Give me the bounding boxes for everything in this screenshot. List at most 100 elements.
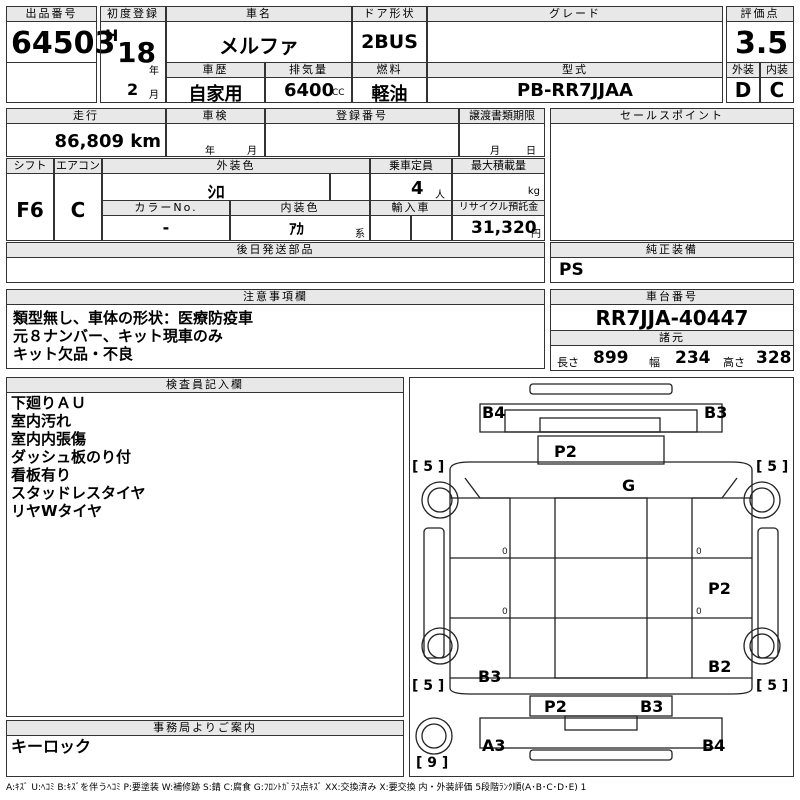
fuel-cell: 軽油 <box>352 77 427 105</box>
wheel-rear-right <box>749 633 775 659</box>
transfer-month-unit: 月 <box>490 146 500 157</box>
score-cell: 3.5 <box>726 21 794 63</box>
inspection-month-unit: 月 <box>247 146 257 157</box>
chassis-cell: RR7JJA-40447 <box>550 304 794 331</box>
displacement-unit: CC <box>332 88 345 98</box>
inspector-line: 室内内張傷 <box>11 430 87 448</box>
load-cell: kg <box>452 173 545 201</box>
rear-panel <box>479 717 723 749</box>
shift-label: シフト <box>6 158 54 174</box>
lot-number: 64503 <box>11 26 116 61</box>
spare-tire <box>421 723 447 749</box>
color-no-value: - <box>162 218 170 237</box>
height-value: 328 <box>756 348 792 368</box>
damage-mark: B4 <box>702 736 725 755</box>
exterior-grade: D <box>734 78 752 102</box>
ac-value: C <box>70 198 86 222</box>
inspector-line: 看板有り <box>11 466 72 484</box>
door-type: 2BUS <box>361 31 418 53</box>
wheel-front-right <box>743 481 781 519</box>
exterior-label: 外装 <box>726 62 760 78</box>
door-cell: 2BUS <box>352 21 427 63</box>
genuine-label: 純正装備 <box>550 242 794 258</box>
length-value: 899 <box>593 348 629 368</box>
inspection-label: 車検 <box>166 108 265 124</box>
svg-text:0: 0 <box>502 547 508 557</box>
inspector-cell: 下廻りＡＵ 室内汚れ 室内内張傷 ダッシュ板のり付 看板有り スタッドレスタイヤ… <box>6 392 404 717</box>
capacity-value: 4 <box>411 178 424 199</box>
first-reg-cell: H 18 年 2 月 <box>100 21 166 103</box>
roof <box>554 497 648 679</box>
int-color-unit: 系 <box>355 229 365 240</box>
score-label: 評価点 <box>726 6 794 22</box>
ac-label: エアコン <box>54 158 102 174</box>
legend-text: A:ｷｽﾞ U:ﾍｺﾐ B:ｷｽﾞを伴うﾍｺﾐ P:要塗装 W:補修跡 S:錆 … <box>6 783 587 793</box>
import-cell-a <box>370 215 411 241</box>
length-label: 長さ <box>557 356 579 369</box>
model-value: PB-RR7JJAA <box>517 80 633 101</box>
color-no-label: カラーNo. <box>102 200 230 216</box>
capacity-cell: 4 人 <box>370 173 452 201</box>
ext-color-extra <box>330 173 370 201</box>
wheel-rear-right <box>743 627 781 665</box>
left-step <box>423 527 445 659</box>
capacity-unit: 人 <box>435 190 445 201</box>
damage-mark: B3 <box>640 697 663 716</box>
load-unit: kg <box>527 186 540 197</box>
first-reg-label: 初度登録 <box>100 6 166 22</box>
grade-cell <box>427 21 723 63</box>
inspection-cell: 年 月 <box>166 123 265 157</box>
transfer-day-unit: 日 <box>526 146 536 157</box>
fuel-value: 軽油 <box>371 84 408 105</box>
history-cell: 自家用 <box>166 77 265 105</box>
right-step <box>757 527 779 659</box>
car-diagram: 0 0 0 0 B4 B3 P2 G P2 B2 B3 P2 B3 A3 B4 … <box>409 377 794 777</box>
inspector-line: リヤWタイヤ <box>11 502 103 520</box>
body-front <box>449 461 753 499</box>
office-text: キーロック <box>11 737 92 756</box>
displacement-value: 6400 <box>284 80 335 101</box>
displacement-label: 排気量 <box>265 62 352 78</box>
import-cell-b <box>411 215 452 241</box>
recycle-label: リサイクル預託金 <box>452 200 545 216</box>
car-name-cell: メルファ <box>166 21 352 63</box>
svg-text:0: 0 <box>696 607 702 617</box>
reg-year: 18 <box>117 36 156 69</box>
note-line: 類型無し、車体の形状：医療防疫車 <box>13 309 254 327</box>
damage-mark: B3 <box>704 403 727 422</box>
interior-cell: C <box>760 77 794 103</box>
shift-value: F6 <box>16 198 44 222</box>
damage-mark: B4 <box>482 403 505 422</box>
damage-mark: B2 <box>708 657 731 676</box>
capacity-label: 乗車定員 <box>370 158 452 174</box>
inspector-label: 検査員記入欄 <box>6 377 404 393</box>
ext-color-label: 外装色 <box>102 158 370 174</box>
import-label: 輸入車 <box>370 200 452 216</box>
model-cell: PB-RR7JJAA <box>427 77 723 103</box>
later-parts-cell <box>6 257 545 283</box>
mileage-label: 走行 <box>6 108 166 124</box>
history-label: 車歴 <box>166 62 265 78</box>
front-bumper <box>529 383 673 395</box>
month-unit: 月 <box>149 90 159 101</box>
inspector-line: スタッドレスタイヤ <box>11 484 146 502</box>
tire-depth-rear-right: [ 5 ] <box>756 678 788 694</box>
body-line <box>692 477 738 499</box>
note-line: キット欠品・不良 <box>13 345 134 363</box>
tire-depth-front-left: [ 5 ] <box>412 459 444 475</box>
inspector-line: ダッシュ板のり付 <box>11 448 132 466</box>
tire-depth-rear-left: [ 5 ] <box>412 678 444 694</box>
era: H <box>105 26 119 45</box>
rear-bumper <box>529 749 673 761</box>
sales-label: セールスポイント <box>550 108 794 124</box>
int-color-cell: ｱｶ 系 <box>230 215 370 241</box>
front-grille <box>504 409 698 433</box>
door-label: ドア形状 <box>352 6 427 22</box>
tire-depth-spare: [ 9 ] <box>416 755 448 771</box>
notes-label: 注意事項欄 <box>6 289 545 305</box>
body-rear <box>449 678 753 695</box>
notes-cell: 類型無し、車体の形状：医療防疫車 元８ナンバー、キット現車のみ キット欠品・不良 <box>6 304 545 369</box>
lot-cell: 64503 <box>6 21 115 63</box>
shift-cell: F6 <box>6 173 54 241</box>
wheel-rear-left <box>421 627 459 665</box>
